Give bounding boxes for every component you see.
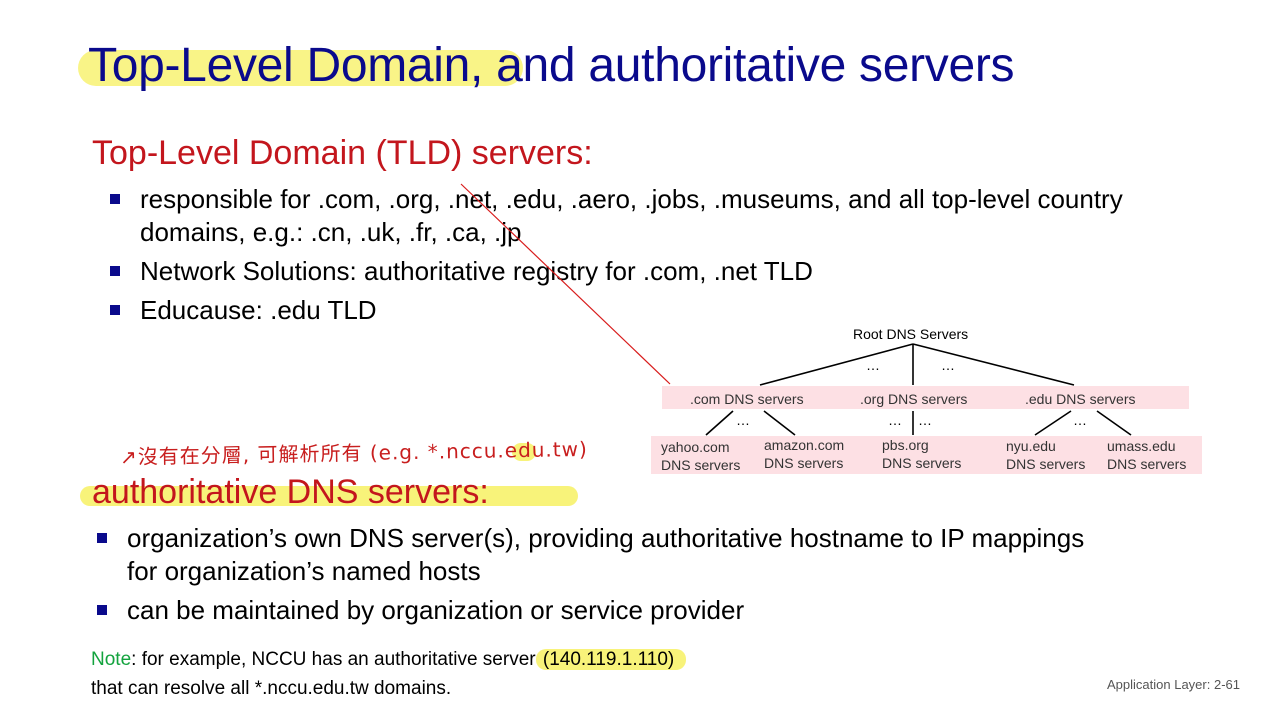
auth-bullet-2-text: can be maintained by organization or ser… xyxy=(127,595,745,625)
org-ellipsis-1: … xyxy=(888,412,903,428)
com-to-yahoo-line xyxy=(705,410,734,436)
title-highlight xyxy=(78,50,523,86)
root-dns-servers-label: Root DNS Servers xyxy=(853,326,969,342)
tld-bullet-3: Educause: .edu TLD xyxy=(110,294,1180,327)
edu-ellipsis: … xyxy=(1073,412,1088,428)
edu-to-umass-line xyxy=(1096,410,1132,436)
bullet-square-icon xyxy=(110,305,120,315)
slide-footer: Application Layer: 2-61 xyxy=(1107,677,1240,692)
note-label: Note xyxy=(91,649,132,670)
bullet-square-icon xyxy=(110,194,120,204)
root-to-com-line xyxy=(759,343,914,386)
bullet-square-icon xyxy=(97,533,107,543)
note-highlight-ip: (140.119.1.110) xyxy=(535,649,687,670)
annotation-pointer-line xyxy=(460,183,671,385)
tld-bullet-1-text: responsible for .com, .org, .net, .edu, … xyxy=(140,184,1123,247)
edu-dns-servers-label: .edu DNS servers xyxy=(1025,391,1136,407)
auth-bullet-1-text: organization’s own DNS server(s), provid… xyxy=(127,523,1085,586)
tld-bullet-2: Network Solutions: authoritative registr… xyxy=(110,255,1180,288)
org-ellipsis-2: … xyxy=(918,412,933,428)
authoritative-servers-box xyxy=(651,436,1202,474)
auth-bullet-list: organization’s own DNS server(s), provid… xyxy=(97,522,1097,633)
note-text-before: : for example, NCCU has an authoritative… xyxy=(131,649,536,670)
com-to-amazon-line xyxy=(763,410,796,436)
note-block: Note: for example, NCCU has an authorita… xyxy=(91,645,831,703)
annotation-star-highlight xyxy=(512,443,536,461)
title-rest: and authoritative servers xyxy=(483,39,1015,92)
tld-servers-box xyxy=(662,386,1189,409)
tld-bullet-list: responsible for .com, .org, .net, .edu, … xyxy=(110,183,1180,333)
tld-bullet-2-text: Network Solutions: authoritative registr… xyxy=(140,256,813,286)
auth-heading-highlight xyxy=(80,486,578,506)
root-ellipsis-2: … xyxy=(941,357,956,373)
tld-heading: Top-Level Domain (TLD) servers: xyxy=(92,134,593,172)
com-ellipsis: … xyxy=(736,412,751,428)
auth-bullet-1: organization’s own DNS server(s), provid… xyxy=(97,522,1097,588)
auth-bullet-2: can be maintained by organization or ser… xyxy=(97,594,1097,627)
bullet-square-icon xyxy=(110,266,120,276)
note-text-after: that can resolve all *.nccu.edu.tw domai… xyxy=(91,678,452,699)
edu-to-nyu-line xyxy=(1034,410,1072,436)
title-highlighted-part: Top-Level Domain, xyxy=(88,39,484,92)
root-to-edu-line xyxy=(912,343,1075,386)
auth-heading: authoritative DNS servers: xyxy=(92,473,489,511)
slide-title: Top-Level Domain, and authoritative serv… xyxy=(88,36,1015,96)
bullet-square-icon xyxy=(97,605,107,615)
org-dns-servers-label: .org DNS servers xyxy=(860,391,968,407)
tld-bullet-1: responsible for .com, .org, .net, .edu, … xyxy=(110,183,1180,249)
tld-bullet-3-text: Educause: .edu TLD xyxy=(140,295,377,325)
root-ellipsis-1: … xyxy=(866,357,881,373)
com-dns-servers-label: .com DNS servers xyxy=(690,391,804,407)
